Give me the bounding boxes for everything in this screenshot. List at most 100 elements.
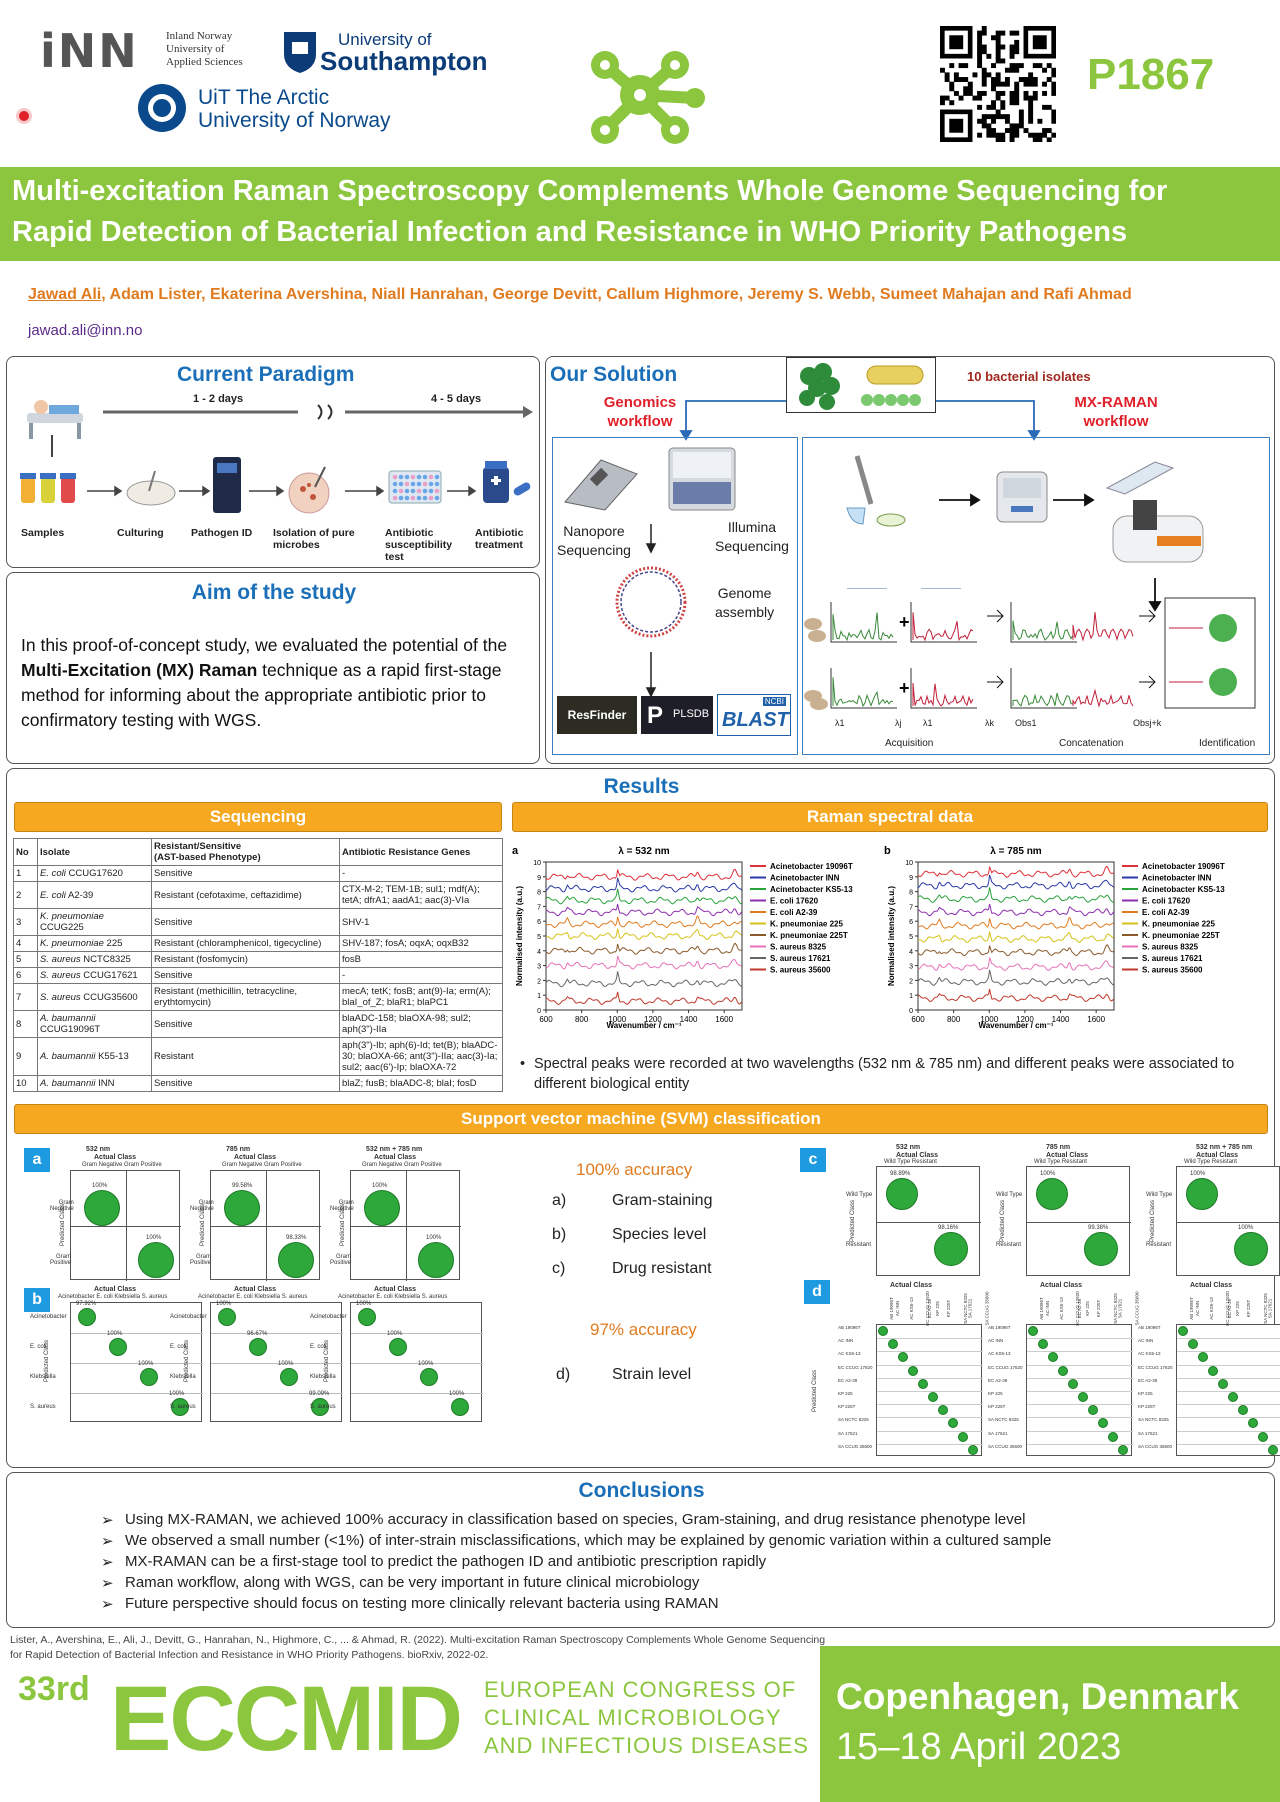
plsdb-badge[interactable]: P PLSDB — [641, 696, 713, 734]
split-arrows-icon — [679, 400, 1041, 441]
strain-bubble — [1188, 1339, 1198, 1350]
ncbi-label: NCBI — [762, 697, 786, 706]
step-label-samples: Samples — [21, 527, 65, 539]
legend-label: S. aureus 8325 — [1142, 943, 1199, 952]
conclusion-item: MX-RAMAN can be a first-stage tool to pr… — [101, 1553, 1261, 1571]
other-authors: , Adam Lister, Ekaterina Avershina, Nial… — [101, 286, 1132, 303]
row-label: KP 225T — [1138, 1404, 1156, 1410]
legend-label: K. pneumoniae 225 — [1142, 920, 1215, 929]
flow-arrows-icon — [87, 485, 477, 497]
matrix-gridline — [126, 1171, 127, 1281]
matrix-gridline — [71, 1333, 203, 1334]
col-label: SA 17621 — [1267, 1298, 1273, 1319]
res-cols: Wild Type Resistant — [1184, 1159, 1237, 1165]
isolate-species: K. pneumoniae — [40, 911, 104, 922]
th-genes: Antibiotic Resistance Genes — [339, 838, 503, 866]
qr-code-icon[interactable] — [940, 26, 1056, 142]
panel-tag: d — [804, 1280, 830, 1304]
sequencing-table: No Isolate Resistant/Sensitive (AST-base… — [13, 838, 503, 1092]
cell-isolate: E. coli A2-39 — [37, 881, 152, 909]
conclusion-item: Future perspective should focus on testi… — [101, 1595, 1261, 1613]
isolate-species: E. coli — [40, 889, 66, 901]
bubble-value: 97.92% — [76, 1301, 97, 1307]
step-culturing-icon — [125, 469, 177, 509]
uit-seal-icon — [138, 84, 186, 132]
matrix-gridline — [1177, 1364, 1280, 1366]
species-cols: Acinetobacter E. coli Klebsiella S. aure… — [58, 1294, 168, 1300]
blast-badge[interactable]: NCBI BLAST — [717, 694, 791, 736]
bubble-gram-positive — [138, 1242, 174, 1278]
svm-item-d-val: Strain level — [612, 1366, 692, 1383]
y-tick-label: 8 — [909, 890, 913, 897]
title-line-2: Rapid Detection of Bacterial Infection a… — [12, 216, 1128, 248]
y-tick-label: 4 — [537, 949, 541, 956]
chart-title: λ = 785 nm — [990, 846, 1042, 857]
step-label-pathogen-id: Pathogen ID — [191, 527, 253, 539]
strain-bubble — [968, 1444, 978, 1455]
isolates-label: 10 bacterial isolates — [967, 369, 1091, 384]
col-label: AC INN — [895, 1300, 901, 1317]
svm-item-b-val: Species level — [612, 1226, 707, 1243]
isolate-species: S. aureus — [40, 954, 81, 965]
bubble-gram-positive — [418, 1242, 454, 1278]
svm-item-d: d)Strain level — [556, 1366, 691, 1384]
matrix-gridline — [877, 1430, 983, 1432]
svm-item-c-val: Drug resistant — [612, 1260, 712, 1277]
strain-bubble — [1238, 1405, 1248, 1416]
matrix-gridline — [211, 1363, 343, 1364]
panel-tag: b — [24, 1288, 50, 1312]
row-label: KP 225T — [988, 1404, 1006, 1410]
bubble-value: 100% — [1238, 1225, 1254, 1231]
svm-item-b: b)Species level — [552, 1226, 706, 1244]
isolate-strain: CCUG17621 — [80, 970, 138, 981]
reference: Lister, A., Avershina, E., Ali, J., Devi… — [10, 1634, 826, 1661]
strain-bubble — [1088, 1405, 1098, 1416]
actual-class-label: Actual Class — [234, 1154, 277, 1161]
isolate-strain: CCUG17620 — [65, 868, 123, 879]
isolate-species: S. aureus — [40, 970, 81, 981]
strain-bubble — [1218, 1378, 1228, 1389]
row-label: E. coli — [30, 1344, 47, 1350]
current-paradigm-panel: Current Paradigm 1 - 2 days 4 - 5 days S… — [6, 356, 540, 568]
x-tick-label: 600 — [539, 1015, 553, 1024]
cell-genes: aph(3")-Ib; aph(6)-Id; tet(B); blaADC-30… — [339, 1037, 503, 1076]
col-label: SA 17621 — [1117, 1298, 1123, 1319]
actual-class-label: Actual Class — [374, 1286, 417, 1293]
strain-bubble — [1208, 1365, 1218, 1376]
obs-1: Obs1 — [1015, 718, 1037, 728]
title-line-1: Multi-excitation Raman Spectroscopy Comp… — [12, 175, 1168, 207]
sequencing-header: Sequencing — [14, 802, 502, 832]
resfinder-badge[interactable]: ResFinder — [557, 696, 637, 734]
solution-panel: Our Solution 10 bacterial isolates Genom… — [545, 356, 1275, 764]
row-label: S. aureus — [170, 1404, 196, 1410]
th-isolate: Isolate — [37, 838, 152, 866]
email[interactable]: jawad.ali@inn.no — [28, 322, 143, 339]
row-label: AC KS5-13 — [1138, 1351, 1161, 1357]
th-no: No — [13, 838, 38, 866]
row-label: Gram Positive — [330, 1254, 352, 1266]
y-tick-label: 9 — [537, 875, 541, 882]
mx-arrows-icon — [939, 493, 1162, 612]
strain-bubble — [1108, 1431, 1118, 1442]
strain-bubble — [1178, 1326, 1188, 1336]
aim-panel: Aim of the study In this proof-of-concep… — [6, 572, 540, 764]
wavelength-label: 785 nm — [1046, 1144, 1071, 1151]
bacteria-icon — [799, 363, 924, 410]
svm-header: Support vector machine (SVM) classificat… — [14, 1104, 1268, 1134]
actual-class-label: Actual Class — [1196, 1152, 1239, 1159]
matrix-gridline — [1177, 1377, 1280, 1379]
matrix-gridline — [1027, 1364, 1133, 1366]
uit-line2: University of Norway — [198, 109, 391, 132]
bullet-icon: • — [520, 1056, 526, 1072]
y-tick-label: 7 — [537, 904, 541, 911]
plot-frame — [917, 861, 1115, 1011]
row-label: Wild Type — [846, 1192, 873, 1198]
bed-icon — [27, 400, 83, 439]
x-axis-label: Wavenumber / cm⁻¹ — [978, 1021, 1053, 1030]
lambda-1: λ1 — [835, 718, 845, 728]
first-author: Jawad Ali — [28, 286, 102, 303]
gram-cols: Gram Negative Gram Positive — [82, 1162, 162, 1168]
